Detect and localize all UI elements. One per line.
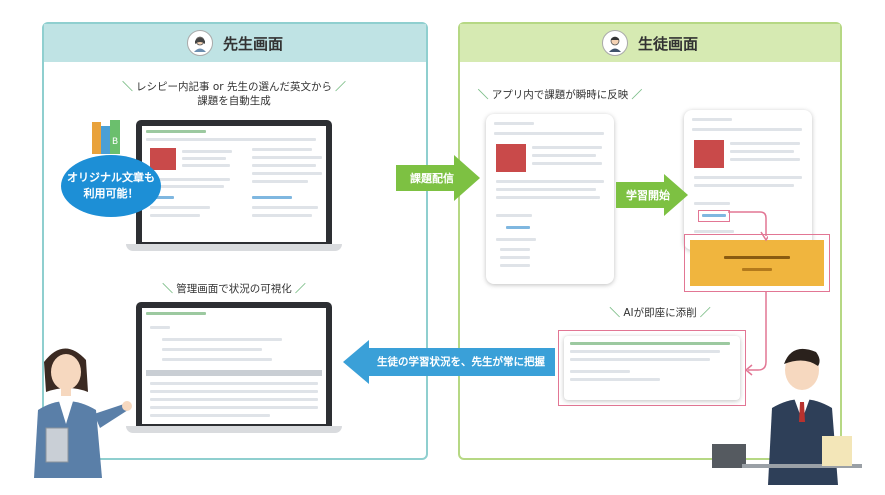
teacher-caption-dashboard-text: 管理画面で状況の可視化 (176, 283, 292, 295)
student-panel: 生徒画面 ＼ アプリ内で課題が瞬時に反映 ／ (458, 22, 842, 460)
start-arrow: 学習開始 (616, 174, 688, 216)
teacher-laptop-dashboard (136, 302, 332, 426)
teacher-avatar-icon (186, 30, 213, 56)
monitor-arrow: 生徒の学習状況を、先生が常に把握 (343, 340, 555, 384)
bubble-line1: オリジナル文章も (67, 171, 155, 184)
student-phone-start (684, 110, 812, 250)
connector-arrow-ai (744, 292, 767, 376)
teacher-caption-generate-line1: レシピー内記事 or 先生の選んだ英文から (136, 81, 332, 93)
assign-arrow-label: 課題配信 (410, 172, 454, 185)
teacher-laptop-dashboard-base (126, 426, 342, 433)
start-arrow-label: 学習開始 (626, 189, 670, 202)
teacher-caption-generate-line2: 課題を自動生成 (197, 95, 271, 107)
popup-card (690, 240, 824, 286)
books-icon: B (88, 118, 128, 158)
student-caption-reflect: ＼ アプリ内で課題が瞬時に反映 ／ (477, 89, 643, 101)
svg-text:B: B (112, 137, 118, 147)
student-avatar-icon (601, 30, 628, 56)
teacher-illustration (24, 338, 134, 478)
popup-highlight (684, 234, 830, 292)
connector-arrow (728, 211, 768, 242)
ai-correction-card (564, 336, 740, 400)
student-panel-header: 生徒画面 (460, 24, 840, 62)
monitor-arrow-label: 生徒の学習状況を、先生が常に把握 (377, 356, 545, 368)
bubble-line2: 利用可能！ (83, 187, 139, 200)
student-caption-reflect-text: アプリ内で課題が瞬時に反映 (491, 89, 629, 101)
student-caption-ai-text: AIが即座に添削 (623, 307, 697, 319)
teacher-caption-generate: ＼ レシピー内記事 or 先生の選んだ英文から ／ 課題を自動生成 (122, 81, 346, 107)
teacher-caption-dashboard: ＼ 管理画面で状況の可視化 ／ (162, 283, 306, 295)
student-phone-assignment (486, 114, 614, 284)
teacher-laptop-editor-base (126, 244, 342, 251)
teacher-panel-header: 先生画面 (44, 24, 426, 62)
original-text-bubble: オリジナル文章も 利用可能！ (61, 155, 161, 217)
start-button-highlight (698, 210, 730, 222)
student-panel-title: 生徒画面 (637, 34, 698, 53)
student-illustration (712, 340, 872, 485)
assign-arrow: 課題配信 (396, 155, 480, 201)
ai-correction-highlight (558, 330, 746, 406)
teacher-laptop-editor (136, 120, 332, 244)
teacher-panel: 先生画面 ＼ レシピー内記事 or 先生の選んだ英文から ／ 課題を自動生成 B (42, 22, 428, 460)
teacher-panel-title: 先生画面 (222, 34, 283, 53)
student-caption-ai: ＼ AIが即座に添削 ／ (609, 307, 711, 319)
